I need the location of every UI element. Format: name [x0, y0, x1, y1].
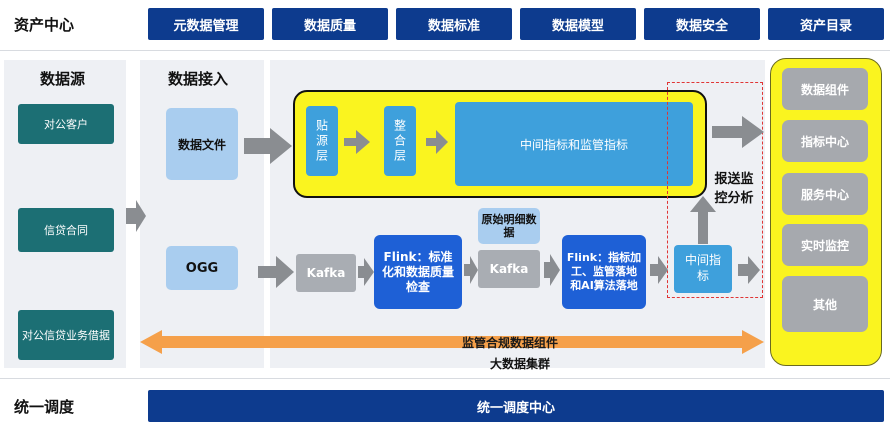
- asset-data-component[interactable]: 数据组件: [782, 68, 868, 110]
- asset-realtime-monitor[interactable]: 实时监控: [782, 224, 868, 266]
- flink-indicator-processing: Flink：指标加工、监管落地和AI算法落地: [562, 235, 646, 309]
- sources-title: 数据源: [40, 70, 86, 88]
- nav-asset-catalog[interactable]: 资产目录: [768, 8, 884, 40]
- kafka-1: Kafka: [296, 254, 356, 292]
- scheduling-title: 统一调度: [14, 398, 75, 416]
- ingest-title: 数据接入: [168, 70, 229, 88]
- ingest-ogg: OGG: [166, 246, 238, 290]
- integrate-layer: 整合层: [384, 106, 416, 176]
- nav-metadata[interactable]: 元数据管理: [148, 8, 264, 40]
- nav-data-security[interactable]: 数据安全: [644, 8, 760, 40]
- integrate-layer-label: 整合层: [392, 118, 407, 164]
- asset-other[interactable]: 其他: [782, 276, 868, 332]
- nav-data-model[interactable]: 数据模型: [520, 8, 636, 40]
- flink-standardization: Flink：标准化和数据质量检查: [374, 235, 462, 309]
- source-corporate-customer: 对公客户: [18, 104, 114, 144]
- nav-data-quality[interactable]: 数据质量: [272, 8, 388, 40]
- source-loan-receipt: 对公信贷业务借据: [18, 310, 114, 360]
- kafka-2: Kafka: [478, 250, 540, 288]
- asset-service-center[interactable]: 服务中心: [782, 173, 868, 215]
- ingest-data-file: 数据文件: [166, 108, 238, 180]
- mid-indicator: 中间指标: [674, 245, 732, 293]
- nav-data-standard[interactable]: 数据标准: [396, 8, 512, 40]
- compliance-label: 监管合规数据组件: [461, 335, 558, 350]
- header-divider: [0, 50, 890, 51]
- scheduling-center-bar[interactable]: 统一调度中心: [148, 390, 884, 422]
- asset-center-title: 资产中心: [14, 16, 75, 34]
- raw-detail-data: 原始明细数据: [478, 208, 540, 244]
- report-zone: [667, 82, 763, 298]
- indicator-box: 中间指标和监管指标: [455, 102, 693, 186]
- stick-source-layer: 贴源层: [306, 106, 338, 176]
- stick-source-layer-label: 贴源层: [314, 118, 329, 164]
- cluster-label: 大数据集群: [489, 356, 550, 371]
- ingest-panel: [140, 60, 264, 368]
- asset-indicator-center[interactable]: 指标中心: [782, 120, 868, 162]
- source-credit-contract: 信贷合同: [18, 208, 114, 252]
- report-monitor-analysis: 报送监控分析: [714, 171, 754, 207]
- footer-divider: [0, 378, 890, 379]
